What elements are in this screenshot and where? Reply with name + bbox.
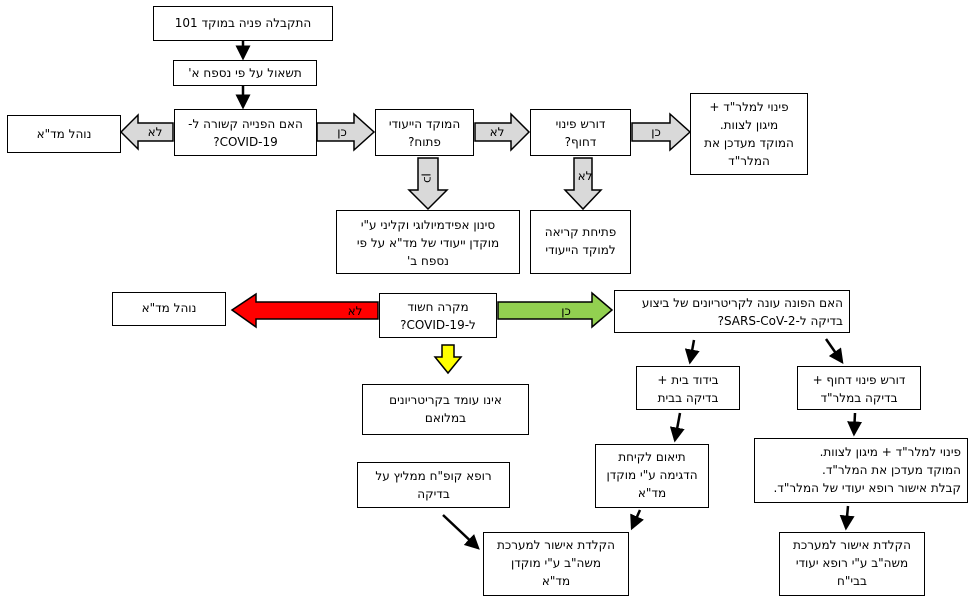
home-isolation-text: בידוד בית + בדיקה בבית [657, 373, 719, 405]
evac-mlrd-text: פינוי למלר"ד + מיגון לצוות. המוקד מעדכן … [704, 100, 794, 168]
urgent-evac-test-text: דורש פינוי דחוף + בדיקה במלר"ד [812, 373, 906, 405]
coordinate-sample-text: תיאום לקיחת הדגימה ע"י מוקדן מד"א [606, 450, 698, 500]
arrow-criteria-to-urgent [824, 338, 844, 365]
label-no-4: לא [348, 304, 363, 318]
arrow-approval-to-mashab-hosp [839, 505, 855, 531]
evac-mlrd-approval-box: פינוי למלר"ד + מיגון לצוות. המוקד מעדכן … [754, 438, 968, 503]
criteria-test-text: האם הפונה עונה לקריטריונים של ביצוע בדיק… [641, 296, 843, 328]
suspected-box: מקרה חשוד ל-COVID-19? [379, 293, 497, 338]
block-arrow-yes-evac [631, 112, 692, 152]
label-yes-3: כן [421, 173, 435, 183]
open-call-box: פתיחת קריאה למוקד הייעודי [530, 210, 631, 274]
approval-mashab-hosp-box: הקלדת אישור למערכת משה"ב ע"י רופא יעודי … [779, 532, 925, 596]
arrow-home-to-coordinate [669, 412, 685, 443]
not-full-criteria-text: אינו עומד בקריטריונים במלואם [389, 393, 502, 425]
block-arrow-down-not-full [433, 344, 463, 375]
center-open-text: המוקד הייעודי פתוח? [388, 117, 461, 149]
managed-mda-top-text: נוהל מד"א [36, 127, 92, 141]
evac-mlrd-box: פינוי למלר"ד + מיגון לצוות. המוקד מעדכן … [690, 93, 808, 175]
center-open-box: המוקד הייעודי פתוח? [375, 109, 474, 156]
appendix-a-text: תשאול על פי נספח א' [188, 66, 302, 80]
block-arrow-no-managed-top [119, 113, 174, 151]
block-arrow-no-open-call [563, 157, 603, 211]
block-arrow-yes-screening [407, 157, 449, 211]
managed-mda-top-box: נוהל מד"א [7, 115, 121, 153]
block-arrow-yes-criteria [497, 291, 614, 329]
block-arrow-yes-center [316, 112, 376, 152]
approval-mashab-mda-text: הקלדת אישור למערכת משה"ב ע"י מוקדן מד"א [497, 538, 615, 588]
block-arrow-no-urgent [474, 112, 531, 152]
coordinate-sample-box: תיאום לקיחת הדגימה ע"י מוקדן מד"א [595, 444, 709, 508]
arrow-kupah-to-mashab [442, 514, 480, 550]
evac-mlrd-approval-text: פינוי למלר"ד + מיגון לצוות. המוקד מעדכן … [773, 445, 961, 495]
appendix-a-box: תשאול על פי נספח א' [173, 60, 317, 86]
epi-screening-text: סינון אפידמיולוגי וקליני ע"י מוקדן ייעוד… [356, 218, 500, 268]
approval-mashab-hosp-text: הקלדת אישור למערכת משה"ב ע"י רופא יעודי … [793, 538, 911, 588]
not-full-criteria-box: אינו עומד בקריטריונים במלואם [362, 384, 529, 435]
arrow-criteria-to-home [684, 339, 700, 365]
kupah-doctor-box: רופא קופ"ח ממליץ על בדיקה [357, 462, 510, 508]
home-isolation-box: בידוד בית + בדיקה בבית [636, 366, 740, 410]
approval-mashab-mda-box: הקלדת אישור למערכת משה"ב ע"י מוקדן מד"א [483, 532, 629, 596]
open-call-text: פתיחת קריאה למוקד הייעודי [544, 225, 617, 257]
urgent-evac-test-box: דורש פינוי דחוף + בדיקה במלר"ד [797, 366, 921, 410]
criteria-test-box: האם הפונה עונה לקריטריונים של ביצוע בדיק… [614, 290, 850, 333]
label-yes-2: כן [651, 125, 661, 139]
start-box: התקבלה פניה במוקד 101 [153, 6, 333, 41]
managed-mda-mid-text: נוהל מד"א [141, 301, 197, 315]
arrow-urgent-to-approval [847, 412, 863, 437]
suspected-text: מקרה חשוד ל-COVID-19? [400, 300, 476, 332]
covid-related-text: האם הפנייה קשורה ל- COVID-19? [188, 117, 303, 149]
kupah-doctor-text: רופא קופ"ח ממליץ על בדיקה [375, 469, 492, 501]
epi-screening-box: סינון אפידמיולוגי וקליני ע"י מוקדן ייעוד… [336, 210, 520, 274]
label-no-2: לא [490, 125, 505, 139]
urgent-evac-box: דורש פינוי דחוף? [530, 109, 631, 156]
label-no-3: לא [578, 169, 593, 183]
managed-mda-mid-box: נוהל מד"א [112, 292, 226, 326]
label-yes-4: כן [561, 304, 571, 318]
label-no-1: לא [148, 125, 163, 139]
start-text: התקבלה פניה במוקד 101 [174, 16, 312, 30]
block-arrow-no-managed-mid [230, 292, 379, 329]
urgent-evac-text: דורש פינוי דחוף? [555, 117, 606, 149]
label-yes-1: כן [337, 125, 347, 139]
arrow-coordinate-to-mashab [630, 509, 644, 531]
